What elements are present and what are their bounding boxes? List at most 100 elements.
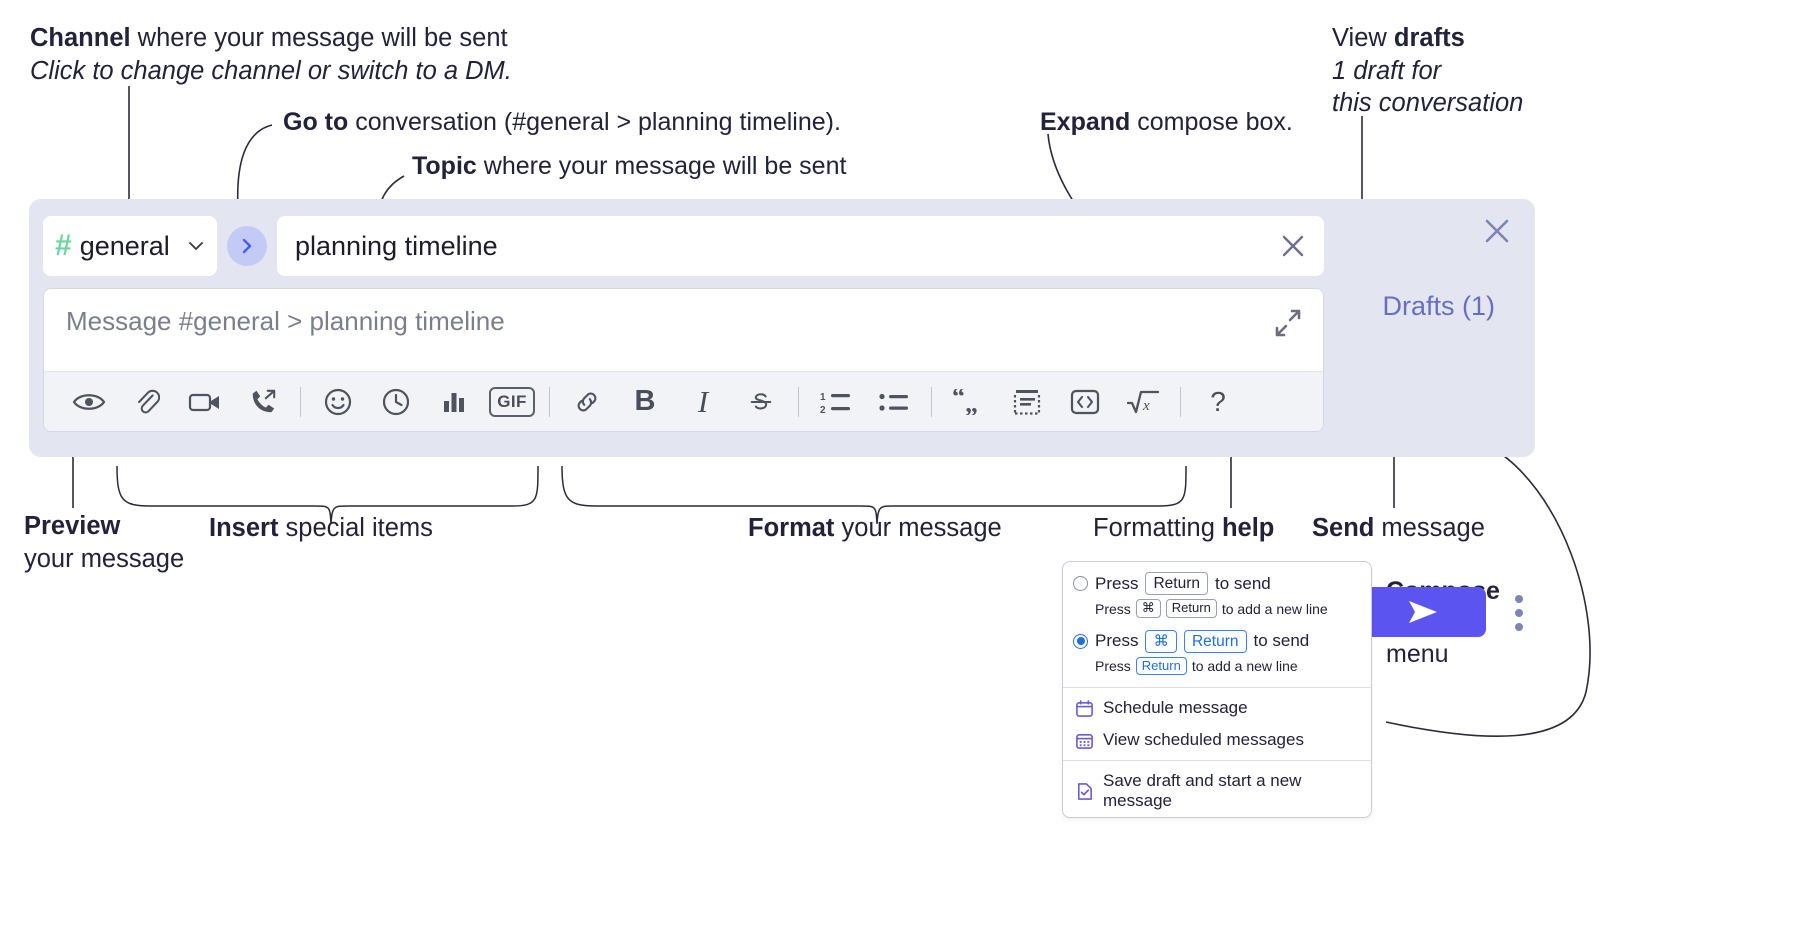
annotation-send-rest: message xyxy=(1374,514,1485,542)
blockquote-icon[interactable]: “ „ xyxy=(940,378,998,426)
key-command: ⌘ xyxy=(1145,629,1177,653)
menu-item-schedule-message[interactable]: Schedule message xyxy=(1063,692,1371,724)
code-block-icon[interactable] xyxy=(998,378,1056,426)
sub-press-label: Press xyxy=(1095,600,1131,617)
compose-box: Drafts (1) # general xyxy=(29,199,1535,637)
italic-label: I xyxy=(697,384,709,419)
annotation-goto: Go to conversation (#general > planning … xyxy=(283,106,841,138)
annotation-topic-rest: where your message will be sent xyxy=(476,152,847,180)
math-icon[interactable]: x xyxy=(1114,378,1172,426)
message-placeholder: Message #general > planning timeline xyxy=(66,306,505,336)
menu-item-view-scheduled[interactable]: View scheduled messages xyxy=(1063,724,1371,756)
radio-button[interactable] xyxy=(1073,576,1088,592)
menu-item-label: View scheduled messages xyxy=(1103,730,1304,750)
inline-code-icon[interactable] xyxy=(1056,378,1114,426)
separator xyxy=(798,386,799,417)
annotation-compose-rest: menu xyxy=(1386,639,1449,668)
emoji-icon[interactable] xyxy=(309,378,367,426)
topic-value: planning timeline xyxy=(295,230,498,261)
svg-text:2: 2 xyxy=(820,405,826,415)
gif-label: GIF xyxy=(489,386,535,417)
annotation-insert-bold: Insert xyxy=(209,514,279,542)
channel-selector[interactable]: # general xyxy=(43,216,217,276)
bold-label: B xyxy=(634,385,656,417)
compose-inner: # general planning timeline xyxy=(43,215,1324,432)
hash-icon: # xyxy=(55,229,72,262)
send-option-cmd-return-sub: Press Return to add a new line xyxy=(1095,657,1361,676)
svg-text:1: 1 xyxy=(820,392,826,403)
radio-button-selected[interactable] xyxy=(1073,633,1088,649)
more-vertical-icon[interactable] xyxy=(1508,591,1530,635)
send-option-return[interactable]: Press Return to send Press ⌘ Return to a… xyxy=(1063,568,1371,626)
clock-icon[interactable] xyxy=(367,378,425,426)
close-icon[interactable] xyxy=(1481,215,1513,247)
annotation-topic-bold: Topic xyxy=(412,152,477,180)
send-option-cmd-return[interactable]: Press ⌘ Return to send Press Return to a… xyxy=(1063,626,1371,684)
message-input[interactable]: Message #general > planning timeline xyxy=(44,289,1323,371)
annotation-help: Formatting help xyxy=(1093,512,1274,545)
chevron-right-icon xyxy=(242,238,252,254)
compose-header-row: # general planning timeline xyxy=(43,215,1324,277)
annotation-format-bold: Format xyxy=(748,514,835,542)
annotation-channel: Channel where your message will be sent … xyxy=(30,22,512,87)
svg-text:„: „ xyxy=(965,389,978,415)
key-return: Return xyxy=(1135,657,1187,676)
annotation-channel-rest: where your message will be sent xyxy=(130,24,508,52)
bar-chart-icon[interactable] xyxy=(425,378,483,426)
annotation-channel-italic: Click to change channel or switch to a D… xyxy=(30,56,512,85)
menu-item-label: Schedule message xyxy=(1103,698,1248,718)
annotation-insert-rest: special items xyxy=(278,514,433,542)
calendar-icon xyxy=(1075,699,1094,718)
compose-options-menu: Press Return to send Press ⌘ Return to a… xyxy=(1062,561,1372,819)
message-input-box: Message #general > planning timeline xyxy=(43,288,1324,432)
preview-icon[interactable] xyxy=(60,378,118,426)
topic-field[interactable]: planning timeline xyxy=(277,216,1324,276)
annotation-expand: Expand compose box. xyxy=(1040,106,1293,138)
annotation-channel-bold: Channel xyxy=(30,24,131,52)
press-label: Press xyxy=(1095,573,1139,593)
italic-icon[interactable]: I xyxy=(674,378,732,426)
close-icon[interactable] xyxy=(1278,231,1308,261)
annotation-preview: Preview your message xyxy=(24,510,184,575)
phone-arrow-icon[interactable] xyxy=(234,378,292,426)
send-option-return-sub: Press ⌘ Return to add a new line xyxy=(1095,599,1361,618)
bold-icon[interactable]: B xyxy=(616,378,674,426)
annotation-goto-bold: Go to xyxy=(283,108,349,136)
gif-icon[interactable]: GIF xyxy=(483,378,541,426)
menu-item-save-draft[interactable]: Save draft and start a new message xyxy=(1063,765,1371,817)
attachment-icon[interactable] xyxy=(118,378,176,426)
annotation-insert: Insert special items xyxy=(209,512,433,545)
sub-press-label: Press xyxy=(1095,658,1131,675)
strikethrough-icon[interactable] xyxy=(732,378,790,426)
drafts-link[interactable]: Drafts (1) xyxy=(1382,291,1495,321)
annotation-topic: Topic where your message will be sent xyxy=(412,150,846,182)
annotation-expand-bold: Expand xyxy=(1040,108,1131,136)
annotation-preview-bold: Preview xyxy=(24,512,121,540)
link-icon[interactable] xyxy=(558,378,616,426)
calendar-grid-icon xyxy=(1075,731,1094,750)
svg-text:“: “ xyxy=(952,389,965,411)
expand-icon[interactable] xyxy=(1273,308,1303,338)
sub-tail-label: to add a new line xyxy=(1221,600,1328,617)
bulleted-list-icon[interactable] xyxy=(865,378,923,426)
separator xyxy=(1180,386,1181,417)
svg-text:x: x xyxy=(1142,398,1150,414)
menu-divider xyxy=(1063,687,1371,689)
annotation-help-pre: Formatting xyxy=(1093,514,1222,542)
separator xyxy=(549,386,550,417)
channel-name: general xyxy=(79,230,170,261)
help-label: ? xyxy=(1210,385,1226,417)
annotation-drafts-italic-2: this conversation xyxy=(1332,89,1524,118)
help-icon[interactable]: ? xyxy=(1189,378,1247,426)
to-send-label: to send xyxy=(1253,631,1310,651)
separator xyxy=(931,386,932,417)
goto-conversation-button[interactable] xyxy=(227,226,267,266)
send-button[interactable] xyxy=(1360,587,1486,637)
video-camera-icon[interactable] xyxy=(176,378,234,426)
annotation-goto-rest: conversation (#general > planning timeli… xyxy=(348,108,841,136)
separator xyxy=(300,386,301,417)
annotation-format: Format your message xyxy=(748,512,1002,545)
ordered-list-icon[interactable]: 1 2 xyxy=(807,378,865,426)
key-return: Return xyxy=(1165,599,1217,618)
